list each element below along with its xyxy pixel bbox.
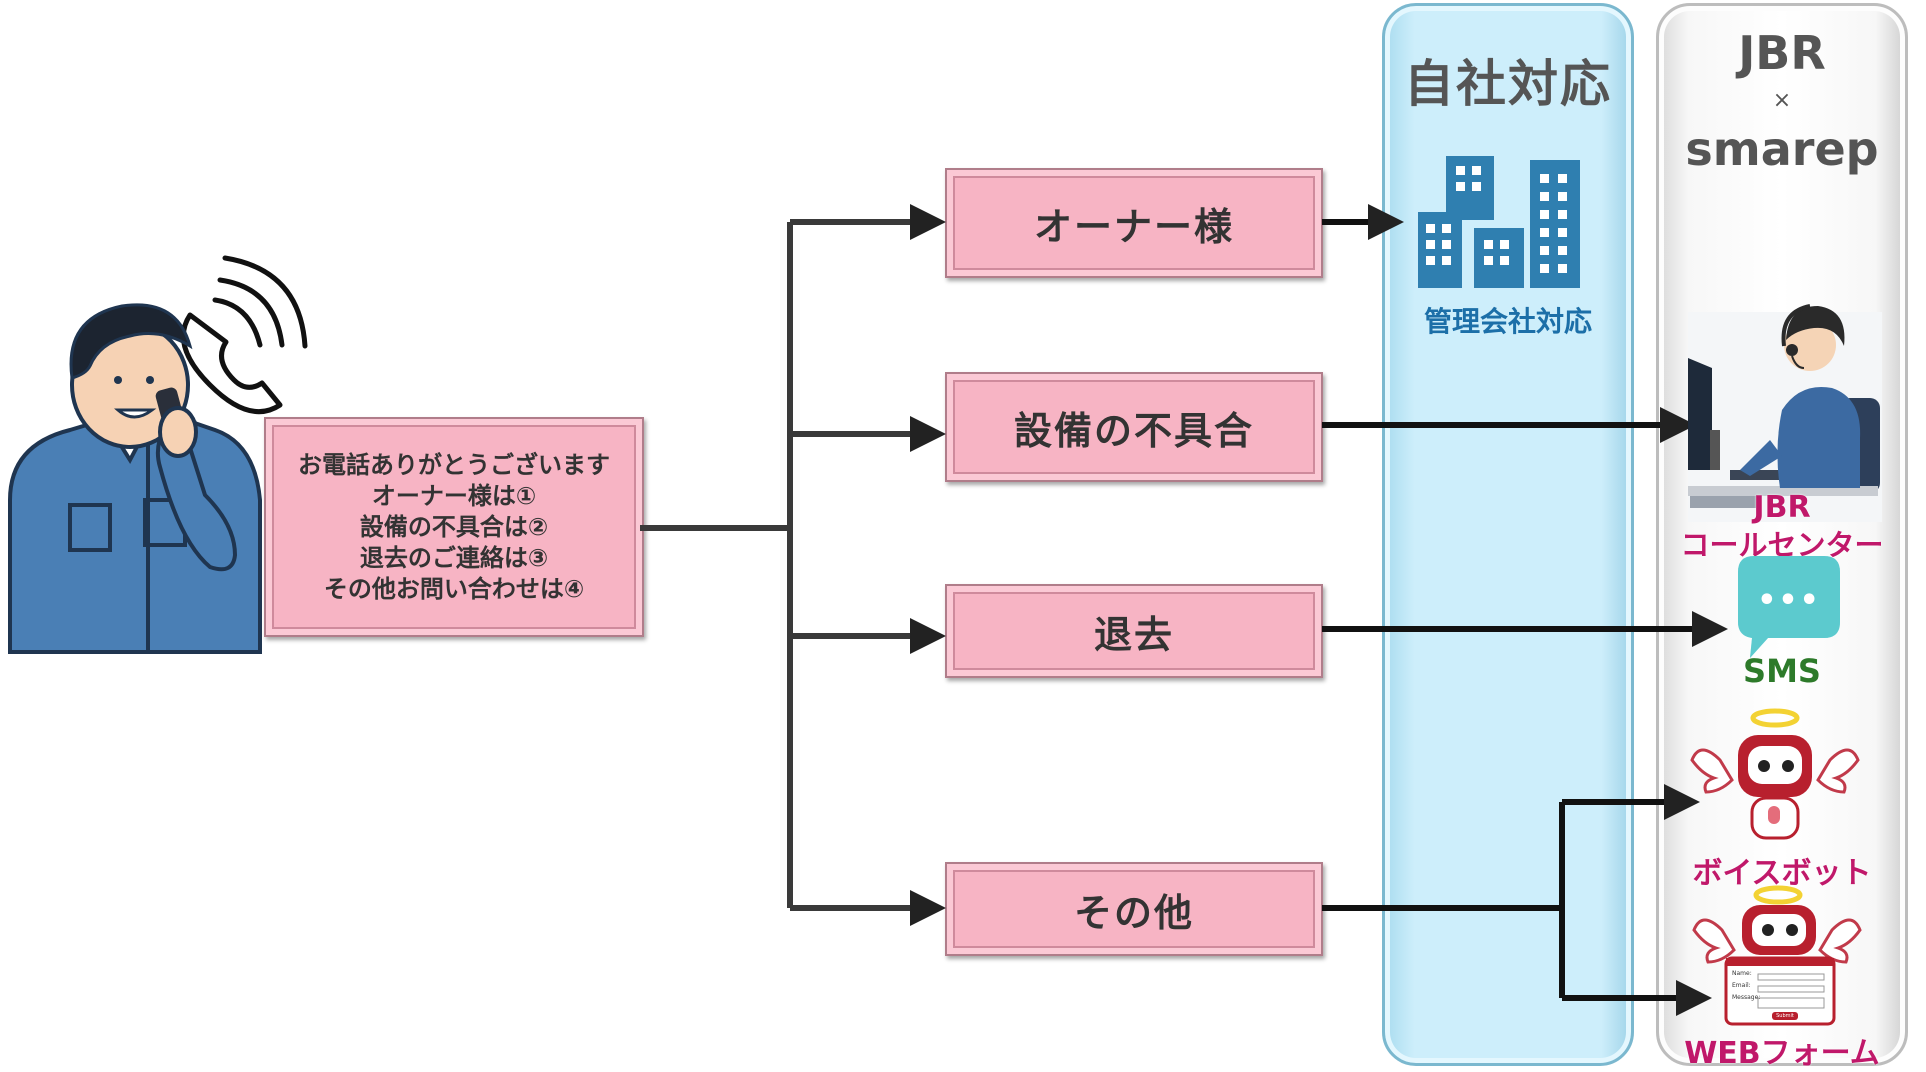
jbr-times-sign: × xyxy=(1772,88,1792,113)
greeting-line-1: お電話ありがとうございます xyxy=(298,450,610,479)
self-handling-title: 自社対応 xyxy=(1404,55,1612,113)
option-move-out: 退去 xyxy=(945,584,1323,678)
greeting-line-4: 退去のご連絡は③ xyxy=(359,543,549,572)
webform-field-name: Name: xyxy=(1732,970,1752,977)
option-other: その他 xyxy=(945,862,1323,956)
sms-label: SMS xyxy=(1743,652,1821,690)
webform-submit-button: Submit xyxy=(1776,1013,1794,1019)
option-owner-label: オーナー様 xyxy=(1033,204,1234,249)
call-center-label-1: JBR xyxy=(1753,490,1811,525)
option-equipment-issue: 設備の不具合 xyxy=(945,372,1323,482)
building-label: 管理会社対応 xyxy=(1423,305,1592,338)
smarep-title: smarep xyxy=(1685,122,1879,176)
sms-bubble-dots: ••• xyxy=(1757,583,1821,618)
greeting-line-2: オーナー様は① xyxy=(371,481,537,510)
greeting-message-box: お電話ありがとうございます オーナー様は① 設備の不具合は② 退去のご連絡は③ … xyxy=(264,417,644,637)
greeting-line-5: その他お問い合わせは④ xyxy=(323,574,585,603)
voicebot-label: ボイスボット xyxy=(1692,856,1872,891)
option-other-label: その他 xyxy=(1073,890,1194,935)
self-handling-column xyxy=(1382,3,1634,1066)
webform-field-email: Email: xyxy=(1732,982,1751,989)
option-equipment-issue-label: 設備の不具合 xyxy=(1013,408,1254,453)
call-center-label-2: コールセンター xyxy=(1680,528,1884,562)
jbr-title: JBR xyxy=(1738,26,1826,80)
greeting-lines: お電話ありがとうございます オーナー様は① 設備の不具合は② 退去のご連絡は③ … xyxy=(298,450,610,605)
option-owner: オーナー様 xyxy=(945,168,1323,278)
option-move-out-label: 退去 xyxy=(1093,612,1174,657)
phone-ringing-icon xyxy=(180,255,308,415)
webform-field-message: Message: xyxy=(1732,994,1761,1001)
greeting-line-3: 設備の不具合は② xyxy=(359,512,549,541)
webform-label: WEBフォーム xyxy=(1684,1036,1880,1071)
